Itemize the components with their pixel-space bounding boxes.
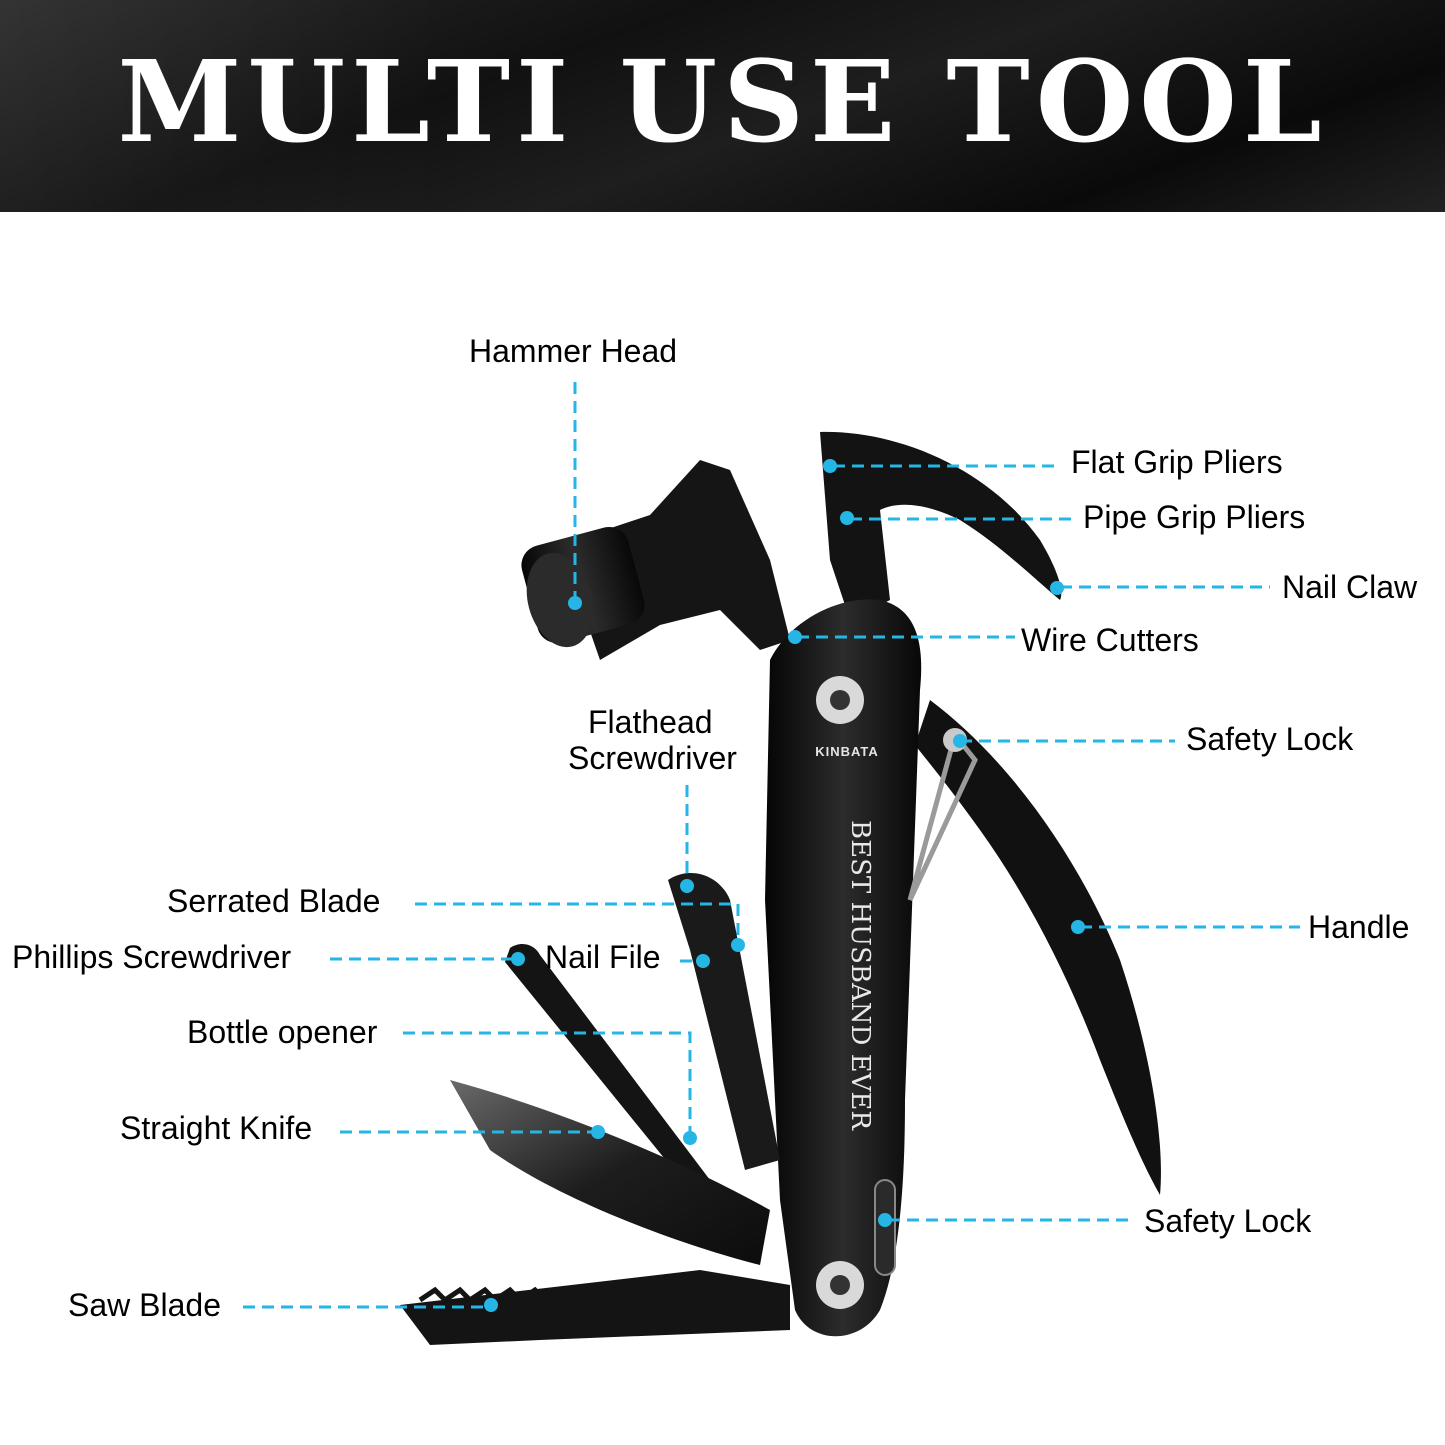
label-safety-lock-bottom: Safety Lock [1144,1203,1312,1239]
label-pipe-grip-pliers: Pipe Grip Pliers [1083,499,1305,535]
label-phillips-screwdriver: Phillips Screwdriver [12,939,292,975]
label-saw-blade: Saw Blade [68,1287,221,1323]
label-serrated-blade: Serrated Blade [167,883,380,919]
title-banner: MULTI USE TOOL [0,0,1445,212]
brand-logo-text: KINBATA [815,744,879,759]
safety-lock-ring [907,729,978,902]
label-nail-claw: Nail Claw [1282,569,1418,605]
main-handle-body [765,599,922,1337]
screw-bottom [816,1261,864,1309]
label-bottle-opener: Bottle opener [187,1014,378,1050]
handle-claw-part [915,700,1161,1195]
label-straight-knife: Straight Knife [120,1110,312,1146]
nail-file-blade [668,872,780,1170]
safety-lock-slider [874,1179,896,1276]
label-nail-file: Nail File [545,939,661,975]
label-safety-lock-top: Safety Lock [1186,721,1354,757]
nail-claw-part [820,431,1062,620]
hammer-face [521,526,645,648]
label-flathead-line2: Screwdriver [568,740,737,776]
engraving-text: BEST HUSBAND EVER [845,820,875,1131]
label-wire-cutters: Wire Cutters [1021,622,1199,658]
label-handle: Handle [1308,909,1409,945]
banner-title: MULTI USE TOOL [117,37,1328,168]
label-flat-grip-pliers: Flat Grip Pliers [1071,444,1283,480]
callout-labels: Hammer Head Flat Grip Pliers Pipe Grip P… [12,333,1418,1323]
phillips-screwdriver-blade [505,944,710,1190]
saw-blade [400,1270,790,1345]
screw-top [816,676,864,724]
straight-knife-blade [450,1080,770,1265]
label-hammer-head: Hammer Head [469,333,677,369]
callout-leaders [243,382,1300,1312]
multi-tool-illustration: KINBATA BEST HUSBAND EVER [400,431,1161,1345]
label-flathead-line1: Flathead [588,704,713,740]
saw-teeth [418,1286,672,1304]
